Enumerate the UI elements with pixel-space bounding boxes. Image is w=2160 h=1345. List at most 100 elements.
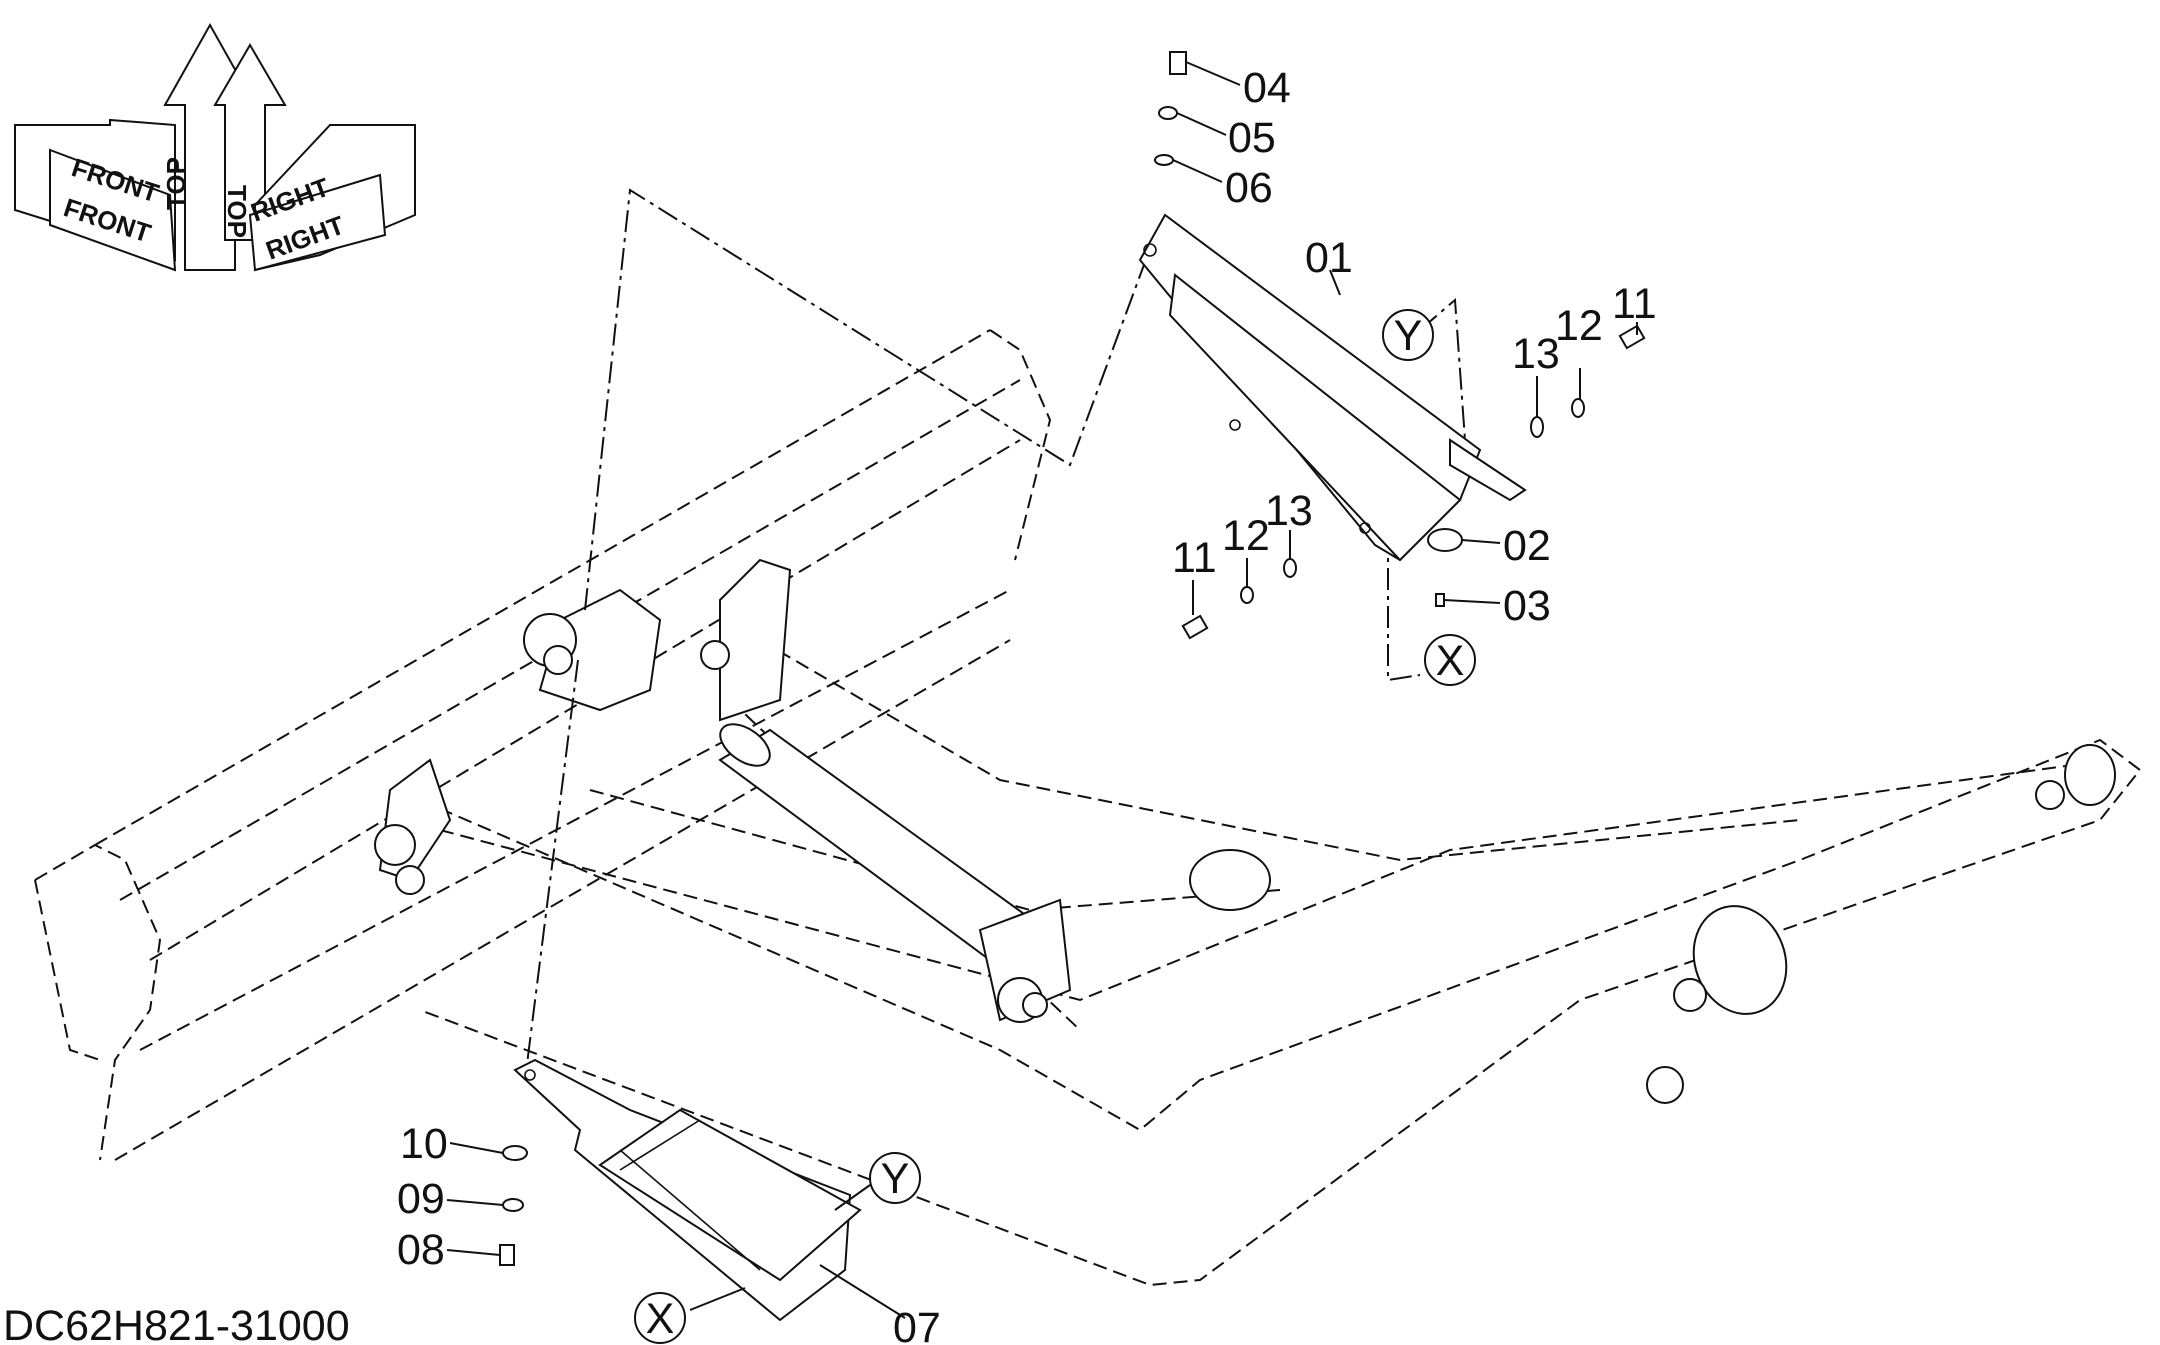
right-arrow-face: [248, 173, 387, 272]
bolt-08-shape: [499, 1244, 515, 1266]
callout-05: 05: [1228, 114, 1276, 162]
leader-x-lower: [689, 1287, 746, 1311]
callout-12-right: 12: [1555, 302, 1603, 350]
callout-07: 07: [893, 1304, 941, 1345]
washer-12-left-shape: [1240, 586, 1254, 604]
ref-y-upper-circle: [1382, 309, 1434, 361]
cap-02-shape: [1427, 528, 1463, 552]
leader-07: [819, 1264, 906, 1319]
document-id: DC62H821-31000: [3, 1302, 350, 1345]
bolt-11-left-shape: [1181, 614, 1209, 640]
screw-03-shape: [1435, 593, 1445, 607]
cylinder-base-bracket: [538, 588, 662, 712]
callout-08: 08: [397, 1226, 445, 1274]
washer-09-shape: [502, 1198, 524, 1212]
leader-09: [446, 1199, 504, 1206]
callout-06: 06: [1225, 164, 1273, 212]
leader-03: [1443, 599, 1501, 604]
link-arm-outline: [759, 639, 1801, 862]
bolt-04-shape: [1169, 51, 1187, 75]
callout-02: 02: [1503, 522, 1551, 570]
leader-lines: [446, 61, 1638, 1319]
leader-04: [1185, 61, 1241, 86]
cover-plate-side-face: [1168, 273, 1462, 562]
cover-plate-hole-2: [1229, 419, 1241, 431]
cross-member: [589, 789, 1281, 912]
step-bolt-hole: [524, 1069, 536, 1081]
leader-10: [449, 1142, 504, 1154]
lower-bracket-pin-2: [395, 865, 425, 895]
main-arm-outline: [419, 738, 2142, 1287]
right-lower-pivot-nut: [1673, 978, 1707, 1012]
beam-end-plate: [989, 329, 1052, 561]
callout-13-left: 13: [1265, 487, 1313, 535]
callout-03: 03: [1503, 582, 1551, 630]
upper-beam-top: [94, 329, 991, 846]
washer-05-shape: [1158, 106, 1178, 120]
washer-10-shape: [502, 1145, 528, 1161]
ref-y-lower-label: Y: [881, 1155, 910, 1203]
top-label-2: TOP: [222, 185, 252, 238]
orientation-indicator: TOP TOP FRONT FRONT RIGHT RIGHT: [14, 22, 416, 272]
fasteners: [499, 51, 1646, 1266]
arm-eye: [1189, 849, 1271, 911]
leader-01: [1329, 269, 1341, 296]
cover-plate-01: [1138, 213, 1527, 562]
ref-x-lower-label: X: [646, 1295, 675, 1343]
upper-bracket: [719, 558, 792, 722]
rod-end-pin-inner: [1022, 992, 1048, 1018]
leader-06: [1172, 159, 1223, 183]
step-tread-pattern-2: [619, 1149, 761, 1271]
leader-02: [1461, 539, 1501, 544]
upper-beam-mid: [119, 379, 1021, 901]
upper-bracket-hole: [700, 640, 730, 670]
leader-y-lower: [834, 1184, 871, 1211]
cover-plate-hole-1: [1143, 243, 1157, 257]
lower-beam-bottom: [114, 639, 1011, 1161]
right-upper-pivot-nut: [2035, 780, 2065, 810]
step-tread: [598, 1108, 862, 1282]
washer-13-right-shape: [1530, 416, 1544, 438]
callout-11-left: 11: [1172, 534, 1217, 582]
lower-bracket-pin: [374, 824, 416, 866]
bottom-pivot-nut: [1646, 1066, 1684, 1104]
left-plate-outline: [34, 843, 162, 1161]
callout-labels: 04 05 06 01 02 03 11 12 13 11 12 13 10 0…: [397, 64, 1657, 1345]
cover-plate-tab: [1449, 438, 1527, 502]
base-pin-inner: [543, 645, 573, 675]
ref-x-upper-circle: [1424, 634, 1476, 686]
boom-frame-phantom: [34, 329, 2142, 1287]
ref-y-upper-label: Y: [1394, 312, 1423, 360]
right-upper-pivot-boss: [2064, 744, 2116, 806]
callout-09: 09: [397, 1175, 445, 1223]
x-reference-line: [1387, 530, 1421, 682]
lower-beam-top: [139, 589, 1011, 1051]
y-reference-line: [1419, 297, 1466, 441]
callout-04: 04: [1243, 64, 1291, 112]
washer-12-right-shape: [1571, 398, 1585, 418]
left-plate-edge: [34, 879, 101, 1061]
callout-12-left: 12: [1222, 512, 1270, 560]
cover-plate-hole-3: [1359, 522, 1371, 534]
step-07: [513, 1058, 862, 1322]
washer-13-left-shape: [1283, 558, 1297, 578]
right-lower-pivot-boss: [1692, 905, 1788, 1015]
front-arrow-face: [49, 148, 177, 272]
reference-marks: X Y X Y: [634, 309, 1476, 1344]
leader-08: [446, 1249, 501, 1256]
top-label-1: TOP: [161, 157, 191, 210]
ref-y-lower-circle: [869, 1152, 921, 1204]
washer-06-shape: [1154, 154, 1174, 166]
boom-cylinder: [374, 558, 2116, 1104]
main-arm-upper-edge: [439, 759, 2111, 1002]
cover-assembly-line: [584, 188, 1156, 611]
callout-11-right: 11: [1612, 280, 1657, 328]
cylinder-end: [719, 723, 771, 767]
ref-x-upper-label: X: [1436, 637, 1465, 685]
bolt-11-right-shape: [1618, 324, 1646, 350]
ref-x-lower-circle: [634, 1292, 686, 1344]
top-arrow-back-shape: [213, 43, 287, 241]
callout-01: 01: [1305, 234, 1353, 282]
leader-05: [1176, 112, 1227, 136]
